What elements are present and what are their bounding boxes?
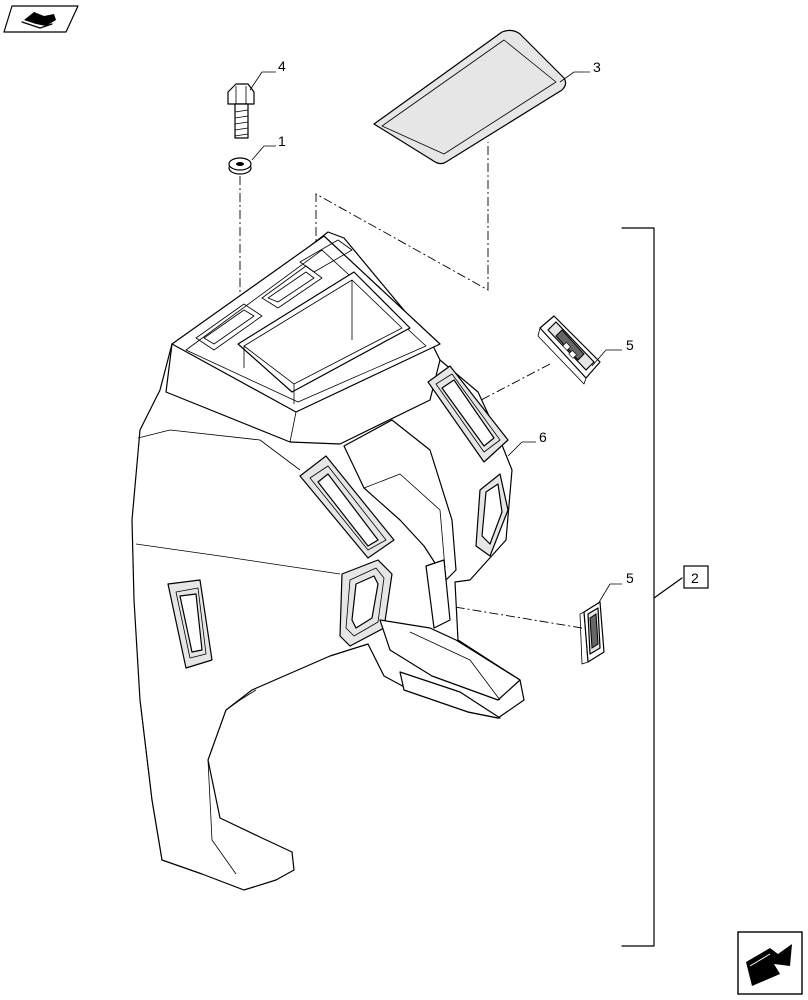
callout-part-1: 1 — [278, 133, 286, 149]
assembly-book-icon[interactable] — [3, 5, 79, 33]
part-4-bolt — [227, 83, 255, 139]
callout-part-6: 6 — [539, 429, 547, 445]
next-page-arrow-icon[interactable] — [737, 931, 803, 995]
callout-part-3: 3 — [593, 59, 601, 75]
callout-assembly-2: 2 — [683, 565, 709, 589]
leader-lines — [249, 71, 622, 605]
part-5-upper-switch — [537, 315, 601, 385]
part-3-cover-pad — [373, 29, 567, 165]
callout-part-4: 4 — [278, 58, 286, 74]
assembly-bracket — [621, 227, 683, 947]
part-5-lower-switch — [579, 601, 605, 665]
part-1-washer — [228, 157, 252, 175]
callout-part-5-lower: 5 — [626, 570, 634, 586]
part-6-console-housing — [131, 231, 525, 891]
callout-assembly-2-label: 2 — [691, 570, 699, 586]
callout-part-5-upper: 5 — [626, 337, 634, 353]
